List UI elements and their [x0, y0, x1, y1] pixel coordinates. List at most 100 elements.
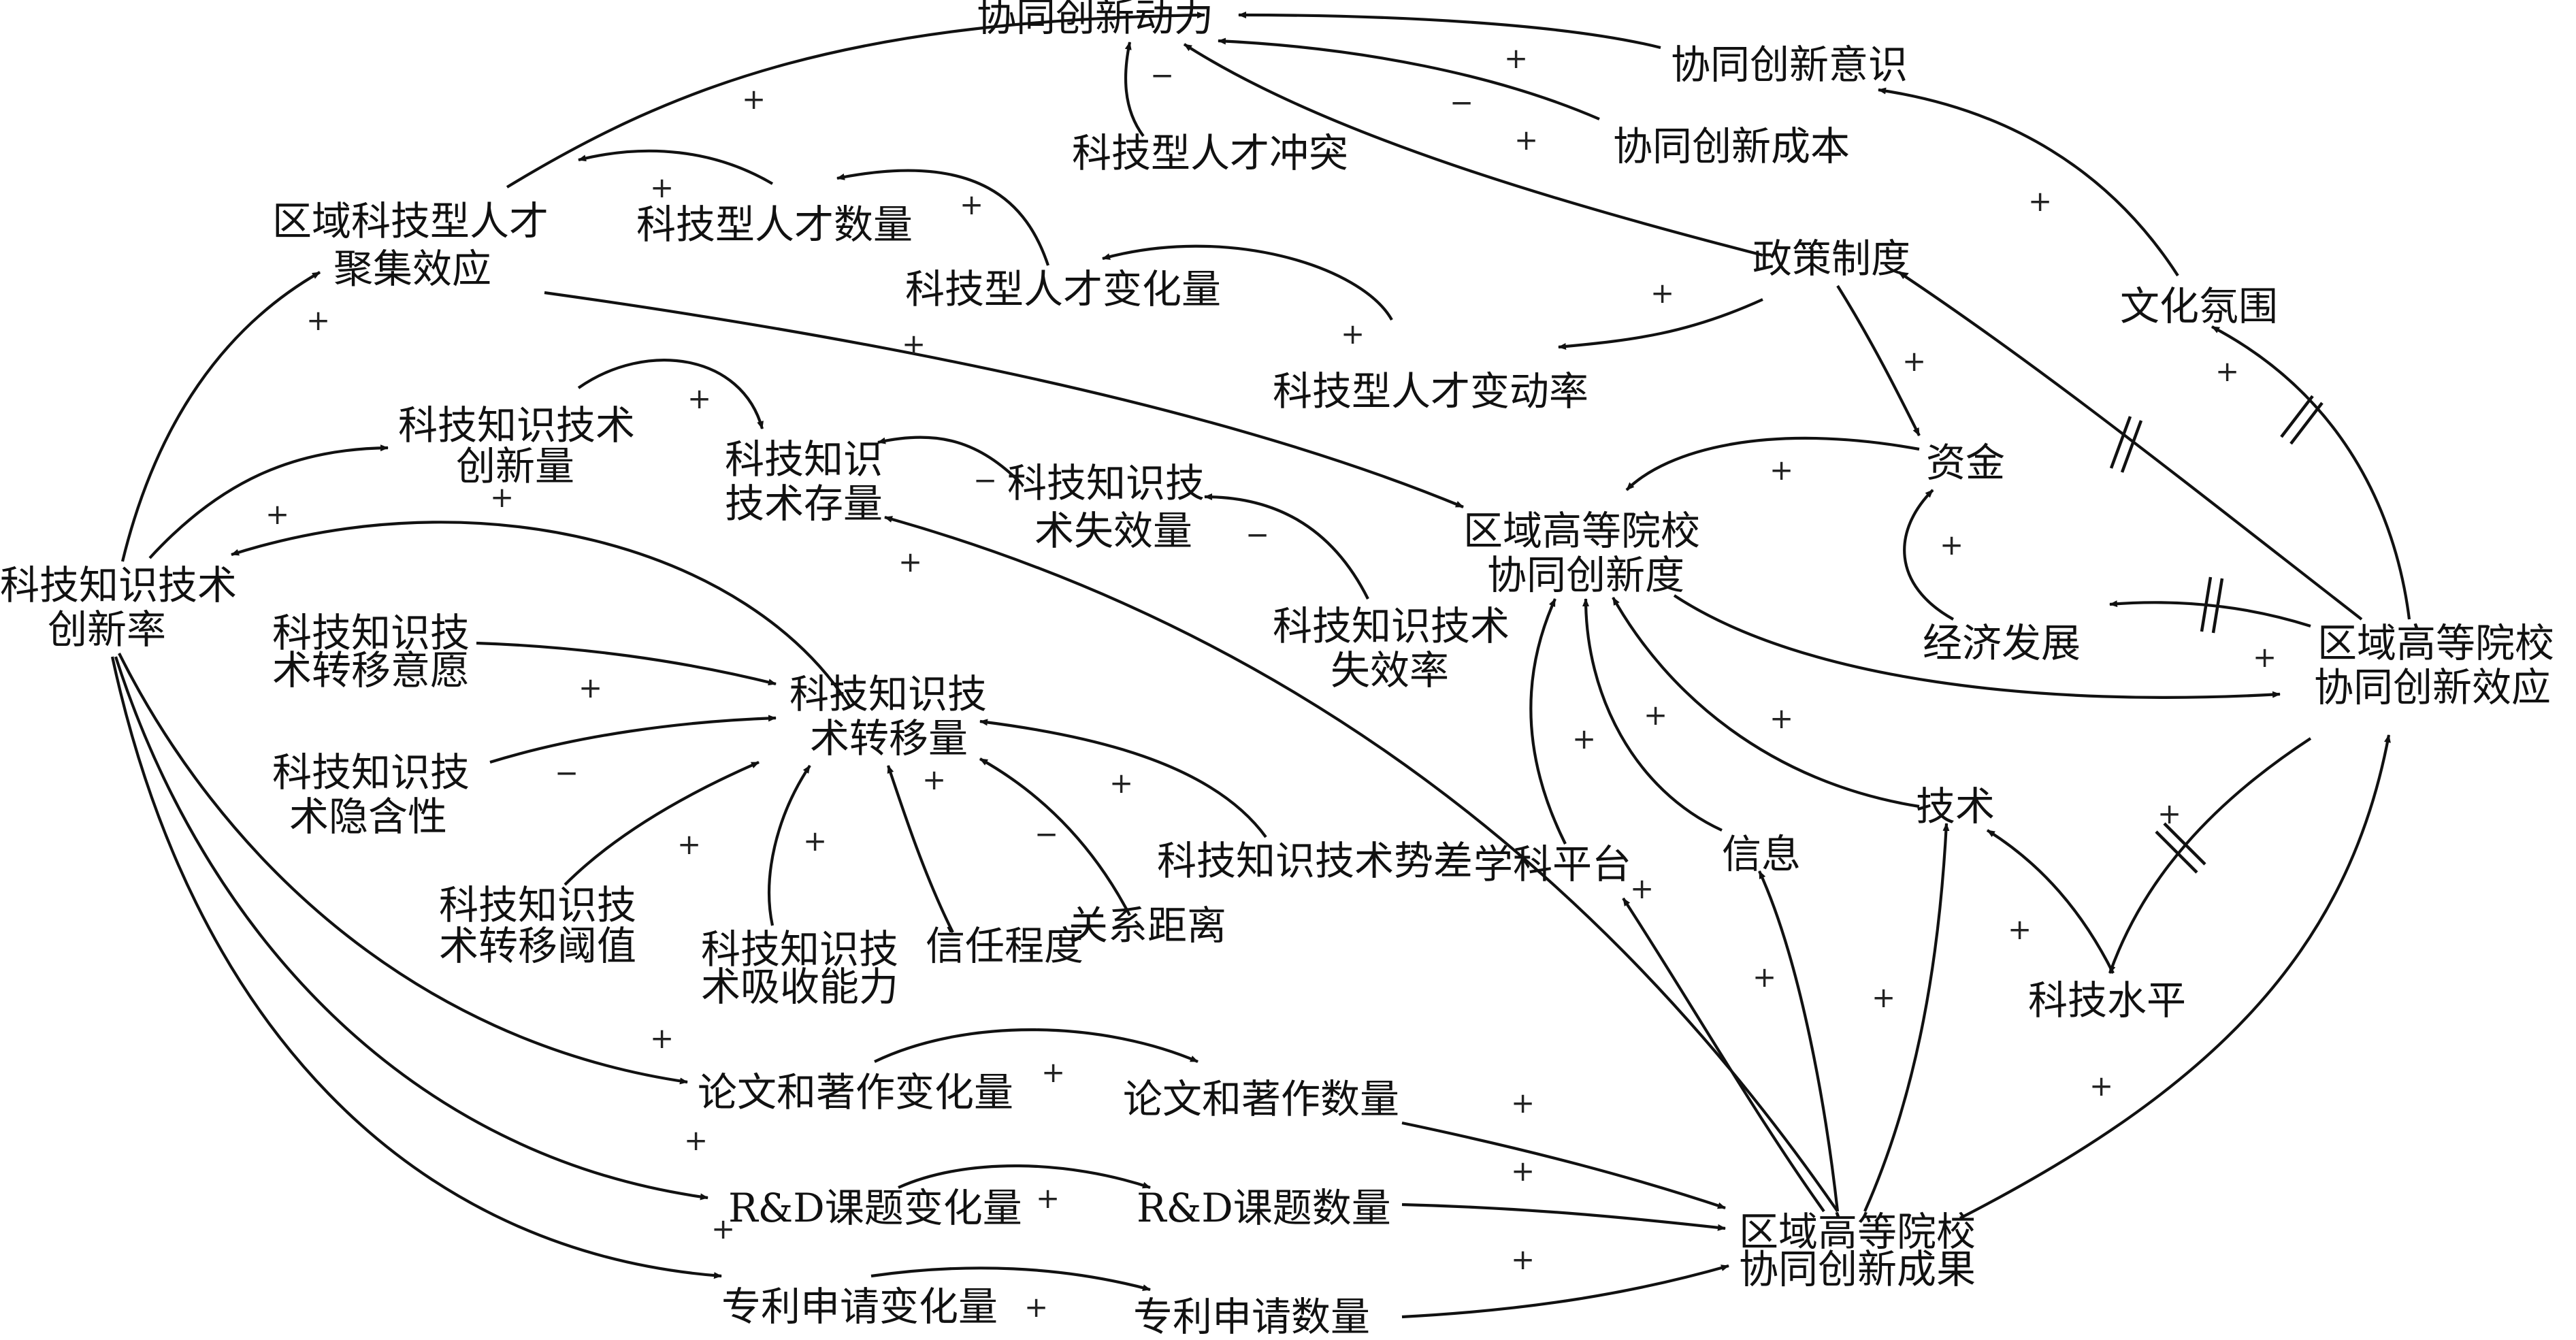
edge-effect-to-scilevel — [2108, 737, 2312, 974]
delay-mark-scilevel — [2155, 822, 2206, 874]
edge-innov-rate-to-innov-amount — [148, 444, 389, 559]
node-threshold-line2: 术转移阈值 — [439, 923, 636, 969]
node-technology: 技术 — [1916, 783, 1995, 830]
node-synergy-effect-line2: 协同创新效应 — [2314, 664, 2551, 710]
polarity-sign: + — [265, 497, 289, 531]
polarity-sign: + — [1511, 1086, 1535, 1120]
node-synergy-degree-line2: 协同创新度 — [1487, 552, 1684, 598]
node-talent-conflict: 科技型人才冲突 — [1072, 130, 1348, 176]
node-gap: 科技知识技术势差 — [1157, 838, 1473, 884]
node-synergy-cost: 协同创新成本 — [1613, 123, 1850, 169]
polarity-signs: + − + − + + + + + + + + + + + − − + + + … — [265, 42, 2277, 1324]
polarity-sign: + — [1572, 722, 1596, 755]
polarity-sign: + — [1341, 317, 1365, 350]
node-threshold-line1: 科技知识技 — [439, 882, 636, 928]
node-sci-level: 科技水平 — [2028, 977, 2186, 1024]
polarity-sign: + — [650, 171, 674, 204]
delay-mark-economy — [2200, 576, 2224, 634]
edge-loss-to-stock — [877, 436, 1022, 485]
node-culture: 文化氛围 — [2120, 283, 2278, 329]
polarity-sign: + — [922, 763, 946, 796]
node-platform: 学科平台 — [1473, 841, 1631, 887]
polarity-sign: + — [960, 188, 983, 221]
polarity-sign: + — [1514, 123, 1538, 157]
edge-innov-rate-to-paper-change — [118, 653, 688, 1085]
edge-patent-change-to-count — [870, 1267, 1151, 1292]
node-absorb-line1: 科技知识技 — [701, 926, 898, 973]
edge-platform-to-degree — [1529, 598, 1567, 845]
polarity-sign: + — [1644, 698, 1667, 732]
polarity-sign: + — [2157, 797, 2181, 830]
edges — [110, 12, 2411, 1319]
polarity-sign: − — [1034, 817, 1058, 851]
polarity-sign: + — [687, 382, 711, 415]
polarity-sign: + — [1902, 344, 1926, 378]
edge-paper-count-to-outcome — [1401, 1121, 1726, 1209]
polarity-sign: − — [973, 463, 997, 497]
node-patent-change: 专利申请变化量 — [721, 1284, 998, 1330]
polarity-sign: + — [2215, 355, 2239, 388]
node-transfer-will-line1: 科技知识技 — [272, 610, 470, 656]
node-tacitness-line2: 术隐含性 — [289, 794, 447, 840]
polarity-sign: + — [1770, 702, 1793, 735]
edge-funds-to-degree — [1625, 436, 1920, 491]
polarity-sign: + — [1504, 42, 1528, 75]
polarity-sign: + — [2028, 184, 2052, 218]
edge-rate-to-change — [1102, 244, 1393, 321]
polarity-sign: + — [1036, 1181, 1060, 1215]
polarity-sign: + — [650, 1022, 674, 1055]
node-funds: 资金 — [1926, 440, 2005, 486]
node-transfer-amount-line1: 科技知识技 — [789, 671, 987, 717]
polarity-sign: − — [1150, 59, 1174, 92]
node-loss-rate-line2: 失效率 — [1331, 647, 1449, 693]
edge-talent-change-to-count — [836, 169, 1049, 266]
edge-transfer-to-innov-rate — [231, 521, 852, 709]
edge-outcome-to-stock — [884, 515, 1839, 1213]
edge-policy-to-funds — [1836, 284, 1921, 436]
polarity-sign: + — [1770, 453, 1793, 487]
polarity-sign: + — [578, 671, 602, 704]
edge-talent-count-to-cluster — [578, 149, 774, 185]
edge-patent-count-to-outcome — [1401, 1264, 1729, 1319]
edge-trust-to-transfer — [887, 765, 954, 933]
edge-gap-to-transfer — [979, 719, 1267, 838]
node-policy: 政策制度 — [1752, 235, 1910, 282]
polarity-sign: + — [902, 327, 926, 361]
node-loss-rate-line1: 科技知识技术 — [1273, 603, 1510, 649]
edge-outcome-to-tech — [1863, 823, 1950, 1212]
edge-economy-to-funds — [1903, 489, 1955, 621]
edge-tech-to-degree — [1612, 596, 1920, 808]
polarity-sign: + — [490, 480, 514, 514]
delay-mark-culture — [2280, 395, 2324, 445]
edge-cost-to-motivation — [1218, 37, 1600, 120]
polarity-sign: + — [677, 828, 701, 861]
edge-awareness-to-motivation — [1238, 12, 1661, 50]
edge-loss-rate-to-loss — [1204, 493, 1369, 600]
node-rd-change: R&D课题变化量 — [728, 1185, 1022, 1231]
node-synergy-awareness: 协同创新意识 — [1671, 42, 1908, 88]
polarity-sign: + — [2253, 640, 2277, 674]
polarity-sign: + — [1041, 1056, 1065, 1089]
polarity-sign: + — [1109, 766, 1133, 800]
node-kt-stock-line2: 技术存量 — [725, 480, 883, 527]
polarity-sign: + — [1872, 981, 1895, 1014]
polarity-sign: + — [898, 545, 922, 578]
polarity-sign: + — [1630, 872, 1654, 905]
edge-talent-cluster-to-degree — [544, 291, 1464, 508]
node-distance: 关系距离 — [1069, 902, 1226, 949]
edge-effect-to-culture — [2211, 325, 2411, 620]
edge-paper-change-to-count — [874, 1028, 1199, 1063]
edge-threshold-to-transfer — [564, 761, 760, 886]
polarity-sign: − — [1245, 518, 1269, 551]
edge-rd-count-to-outcome — [1401, 1203, 1726, 1231]
edge-rd-change-to-count — [898, 1164, 1151, 1189]
node-kt-innov-amount-line1: 科技知识技术 — [398, 402, 635, 448]
polarity-sign: + — [1940, 528, 1963, 561]
node-information: 信息 — [1722, 831, 1801, 877]
node-talent-change: 科技型人才变化量 — [905, 266, 1221, 312]
polarity-sign: + — [742, 82, 766, 116]
edge-innov-rate-to-cluster — [120, 271, 321, 562]
node-outcome-line1: 区域高等院校 — [1739, 1209, 1976, 1255]
polarity-sign: − — [555, 756, 578, 789]
